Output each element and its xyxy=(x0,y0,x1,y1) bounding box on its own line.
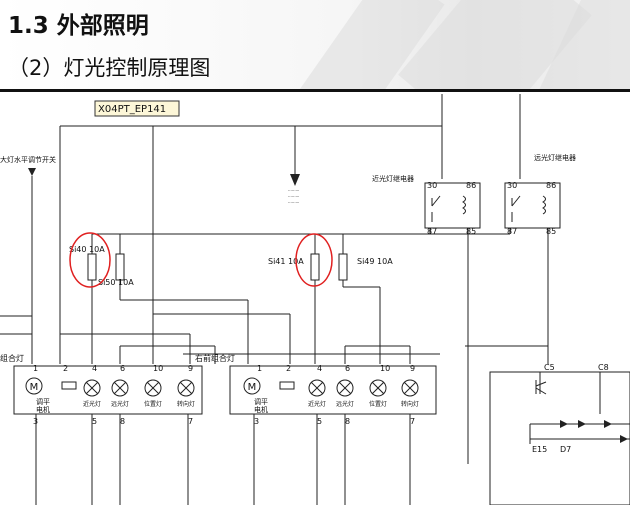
header-divider xyxy=(0,89,630,92)
relay1-pin-85: 85 xyxy=(466,227,476,236)
high-beam-label: 远光灯 xyxy=(336,400,354,408)
turn-lamp-label: 转向灯 xyxy=(401,400,419,408)
section-subtitle: （2）灯光控制原理图 xyxy=(8,56,211,80)
connector-c5-label: C5 xyxy=(544,363,555,372)
leveling-motor-icon xyxy=(243,377,261,395)
relay1-pin-86: 86 xyxy=(466,181,476,190)
left-lamp-assembly-label: 组合灯 xyxy=(0,353,24,363)
switch-symbol xyxy=(28,168,36,176)
lamp-bulb-icon xyxy=(308,379,419,397)
pin-4: 4 xyxy=(317,364,322,373)
motor-symbol: M xyxy=(248,382,257,393)
fuse-si41 xyxy=(310,253,320,281)
connector-d7-label: D7 xyxy=(560,445,571,454)
connector-e15-label: E15 xyxy=(532,445,547,454)
relay2-pin-30: 30 xyxy=(507,181,517,190)
pin-3: 3 xyxy=(33,417,38,426)
transistor-icon xyxy=(535,380,547,395)
circuit-diagram: X04PT_EP141 ········· ········· ········… xyxy=(0,94,630,505)
pin-9: 9 xyxy=(188,364,193,373)
relay-coil-icon xyxy=(462,195,546,215)
leveling-motor-icon xyxy=(25,377,43,395)
page-header: 1.3 外部照明 （2）灯光控制原理图 xyxy=(0,0,630,92)
pin-6: 6 xyxy=(120,364,125,373)
relay-switch-icon xyxy=(431,195,521,222)
highlight-circle xyxy=(295,233,333,287)
pin-1: 1 xyxy=(257,364,262,373)
relay1-pin-30: 30 xyxy=(427,181,437,190)
pin-5: 5 xyxy=(92,417,97,426)
pin-2: 2 xyxy=(63,364,68,373)
fuse-si50 xyxy=(115,253,125,281)
fuse-si40 xyxy=(87,253,97,281)
highlight-circle xyxy=(69,232,111,288)
relay2-pin-86: 86 xyxy=(546,181,556,190)
motor-label: 调平 xyxy=(254,397,268,406)
pin-7: 7 xyxy=(410,417,415,426)
pin-1: 1 xyxy=(33,364,38,373)
low-beam-label: 近光灯 xyxy=(308,400,326,408)
connector-icon xyxy=(61,381,77,390)
note-text: ········· xyxy=(288,194,299,199)
high-beam-relay-label: 远光灯继电器 xyxy=(534,153,576,162)
pin-7: 7 xyxy=(188,417,193,426)
pin-8: 8 xyxy=(345,417,350,426)
fuse-si49 xyxy=(338,253,348,281)
fuse-si41-label: Si41 10A xyxy=(268,257,304,266)
position-lamp-label: 位置灯 xyxy=(144,400,162,408)
pin-2: 2 xyxy=(286,364,291,373)
motor-label: 电机 xyxy=(254,405,268,414)
connector-c8-label: C8 xyxy=(598,363,609,372)
note-text: ········· xyxy=(288,200,299,205)
note-text: ········· xyxy=(288,188,299,193)
position-lamp-label: 位置灯 xyxy=(369,400,387,408)
relay2-pin-85: 85 xyxy=(546,227,556,236)
turn-lamp-label: 转向灯 xyxy=(177,400,195,408)
headlamp-level-switch-label: 大灯水平调节开关 xyxy=(0,155,56,164)
low-beam-relay-label: 近光灯继电器 xyxy=(372,174,414,183)
motor-label: 调平 xyxy=(36,397,50,406)
pin-10: 10 xyxy=(380,364,390,373)
pin-5: 5 xyxy=(317,417,322,426)
pin-3: 3 xyxy=(254,417,259,426)
right-lamp-assembly-label: 右前组合灯 xyxy=(195,353,235,363)
pin-9: 9 xyxy=(410,364,415,373)
motor-symbol: M xyxy=(30,382,39,393)
lamp-bulb-icon xyxy=(83,379,195,397)
low-beam-label: 近光灯 xyxy=(83,400,101,408)
connector-tag: X04PT_EP141 xyxy=(98,104,166,115)
fuse-si49-label: Si49 10A xyxy=(357,257,393,266)
motor-label: 电机 xyxy=(36,405,50,414)
diode-icon xyxy=(560,420,628,443)
signal-arrow xyxy=(290,174,300,186)
connector-icon xyxy=(279,381,295,390)
pin-8: 8 xyxy=(120,417,125,426)
high-beam-label: 远光灯 xyxy=(111,400,129,408)
connector-tag-box[interactable] xyxy=(94,100,180,117)
section-title: 1.3 外部照明 xyxy=(8,13,149,39)
relay1-pin-87: 87 xyxy=(427,227,437,236)
relay2-pin-87: 87 xyxy=(507,227,517,236)
fuse-si40-label: Si40 10A xyxy=(69,245,105,254)
pin-6: 6 xyxy=(345,364,350,373)
pin-4: 4 xyxy=(92,364,97,373)
pin-10: 10 xyxy=(153,364,163,373)
fuse-si50-label: Si50 10A xyxy=(98,278,134,287)
